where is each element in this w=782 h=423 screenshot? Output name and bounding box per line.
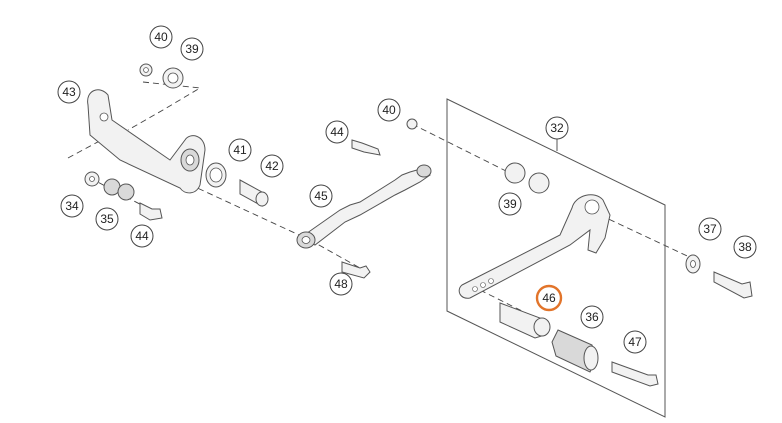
bracket-43-boss-hole [185,154,195,166]
lever-pivot-hole [584,199,600,215]
callout-44-lower-label: 44 [135,229,149,243]
callout-44-upper-label: 44 [330,125,344,139]
sleeve-42-end [255,191,269,207]
callout-39-right[interactable]: 39 [498,192,522,216]
callout-44-lower[interactable]: 44 [130,224,154,248]
pin-46-end [533,317,551,337]
callout-43-label: 43 [62,85,76,99]
bracket-43-hole [99,112,109,122]
callout-44-upper[interactable]: 44 [325,120,349,144]
nut-35-b [117,183,135,201]
callout-37-label: 37 [703,222,717,236]
bolt-38 [713,271,753,299]
callout-43[interactable]: 43 [57,80,81,104]
callout-47[interactable]: 47 [623,330,647,354]
callout-39-right-label: 39 [503,197,517,211]
callout-40-top-label: 40 [154,30,168,44]
shift-lever-32 [458,194,611,299]
callout-36[interactable]: 36 [580,305,604,329]
bolt-44-lower [139,202,163,221]
lever-hole-c [488,278,494,284]
axis-37-38 [599,214,701,263]
callout-38[interactable]: 38 [733,235,757,259]
callout-34[interactable]: 34 [60,194,84,218]
callout-42[interactable]: 42 [260,154,284,178]
lever-hole-a [472,286,478,292]
bush-39-top-hole [167,72,179,84]
callout-41[interactable]: 41 [228,138,252,162]
ring-41-hole [209,167,223,183]
callout-32[interactable]: 32 [545,116,569,140]
callout-48-label: 48 [334,277,348,291]
bracket-43 [87,89,206,194]
callout-35[interactable]: 35 [95,207,119,231]
washer-34-hole [89,176,95,182]
bolt-47 [611,361,659,387]
washer-37-hole [690,260,696,268]
callout-37[interactable]: 37 [698,217,722,241]
assembly-frame-32 [446,98,666,418]
callout-40-right-label: 40 [382,103,396,117]
callout-34-label: 34 [65,199,79,213]
bolt-44-upper [351,139,381,156]
bush-39-right-b [528,172,550,194]
callout-45[interactable]: 45 [309,184,333,208]
rod-end-right [416,164,432,178]
rubber-36-end [583,345,599,371]
callout-42-label: 42 [265,159,279,173]
axis-40b-39b [411,123,521,179]
washer-40-right [406,118,418,130]
callout-36-label: 36 [585,310,599,324]
rod-end-left-hole [301,236,311,244]
callout-46-highlighted[interactable]: 46 [535,284,563,312]
callout-46-label: 46 [542,291,556,305]
callout-38-label: 38 [738,240,752,254]
callout-39-top[interactable]: 39 [180,37,204,61]
callout-40-top[interactable]: 40 [149,25,173,49]
callout-47-label: 47 [628,335,642,349]
callout-40-right[interactable]: 40 [377,98,401,122]
washer-40-top-hole [143,67,149,73]
axis-41-42 [179,179,311,241]
axis-48 [309,239,361,269]
frame-line-top [127,81,202,131]
bolt-48 [341,261,371,279]
callout-32-label: 32 [550,121,564,135]
bush-39-right-a [504,162,526,184]
lever-hole-b [480,282,486,288]
callout-41-label: 41 [233,143,247,157]
callout-45-label: 45 [314,189,328,203]
callout-35-label: 35 [100,212,114,226]
callout-48[interactable]: 48 [329,272,353,296]
callout-39-top-label: 39 [185,42,199,56]
